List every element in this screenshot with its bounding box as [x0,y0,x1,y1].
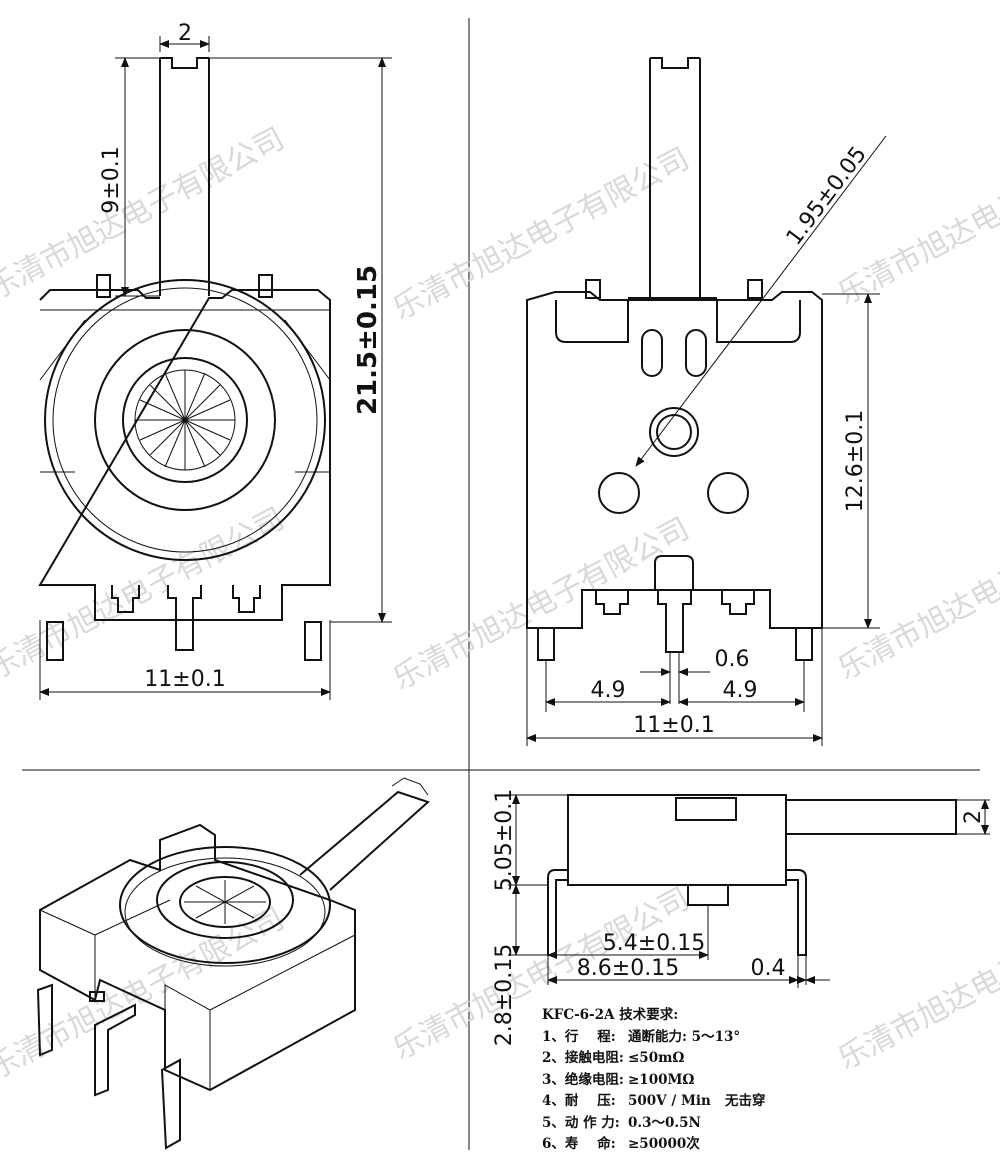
front-dim-width: 11±0.1 [144,667,225,692]
rear-dim-center: 0.6 [715,647,750,672]
side-dim-shaft: 2 [961,810,986,824]
front-dim-height: 21.5±0.15 [353,265,383,415]
rear-top-recess [555,300,801,343]
iso-body-edges [39,899,356,1090]
front-pin-right [304,621,322,661]
rear-dim-left: 4.9 [591,678,626,703]
iso-view [36,777,430,1150]
rear-slot-left [641,329,663,377]
rear-view: 1.95±0.05 12.6±0.1 0.6 4.9 4.9 11±0.1 [526,57,887,746]
spec-value-1: 通断能力: 5～13° [628,1028,741,1045]
iso-outer-ring-lower [124,857,326,967]
front-terminal-slot-1 [111,585,140,613]
side-dim-a: 5.4±0.15 [603,931,705,956]
side-view: 2 5.05±0.1 2.8±0.15 5.4±0.15 8.6±0.15 0.… [492,789,990,1046]
watermark-6: 乐清市旭达电子有限公司 [832,501,1000,687]
spec-row-3: 3、绝缘电阻: ≥100MΩ [542,1070,982,1092]
front-body-lines [40,309,330,473]
side-dim-pin: 2.8±0.15 [492,944,517,1046]
side-pin-right [786,869,807,956]
front-body [38,289,331,621]
watermark-5: 乐清市旭达电子有限公司 [387,511,695,697]
iso-outer-ring [119,846,331,964]
rear-pin-right [795,627,813,661]
rear-pin-left [537,627,555,661]
iso-pin-middle [94,1003,136,1097]
side-knob [687,884,729,906]
spec-block: KFC-6-2A 技术要求: 1、行 程: 通断能力: 5～13° 2、接触电阻… [542,1005,982,1156]
rear-rivet-right [707,472,749,514]
rear-terminal-slot-1 [595,590,629,615]
spec-row-1: 1、行 程: 通断能力: 5～13° [542,1027,982,1049]
spec-row-4: 4、耐 压: 500V / Min 无击穿 [542,1091,982,1113]
watermark-4: 乐清市旭达电子有限公司 [0,501,290,687]
spec-value-4: 500V / Min 无击穿 [628,1093,766,1109]
spec-title: KFC-6-2A 技术要求: [542,1007,679,1023]
spec-value-3: ≥100MΩ [628,1071,695,1088]
front-dim-shaft: 9±0.1 [99,146,124,213]
spec-row-6: 6、寿 命: ≥50000次 [542,1134,982,1156]
front-outer-ring-inner [52,287,318,553]
rear-button [654,555,694,590]
rear-terminal-center [657,590,692,653]
spec-label-5: 5、动 作 力: [542,1114,620,1131]
rear-rivet-left [598,472,640,514]
front-outer-ring [44,279,326,561]
spec-label-4: 4、耐 压: [542,1093,616,1109]
front-terminal-slot-3 [232,585,261,613]
rear-dim-right: 4.9 [723,678,758,703]
iso-body [39,823,356,1092]
side-top-ring [675,797,737,821]
rear-dim-hole: 1.95±0.05 [782,142,872,250]
front-shaft [159,57,210,296]
side-dim-body: 5.05±0.1 [492,789,517,891]
iso-small-tab [89,991,105,1002]
watermark-1: 乐清市旭达电子有限公司 [0,121,290,307]
front-inner-ring [122,357,248,483]
front-view: 2 9±0.1 21.5±0.15 11±0.1 [38,21,392,700]
front-middle-ring [94,329,276,511]
spec-label-2: 2、接触电阻: [542,1050,624,1066]
front-star-lines [135,370,235,470]
rear-dim-width: 11±0.1 [633,713,714,738]
iso-star-lines [184,880,266,924]
spec-label-3: 3、绝缘电阻: [542,1071,624,1088]
rear-hole-inner [656,414,692,450]
spec-row-5: 5、动 作 力: 0.3～0.5N [542,1113,982,1135]
spec-label-6: 6、寿 命: [542,1136,616,1152]
spec-label-1: 1、行 程: [542,1028,616,1045]
watermarks: 乐清市旭达电子有限公司 乐清市旭达电子有限公司 乐清市旭达电子有限公司 乐清市旭… [0,121,1000,1087]
front-tab-left [96,274,111,298]
rear-slot-right [685,329,707,377]
side-shaft [785,799,957,835]
front-dim-top: 2 [178,21,192,46]
iso-pin-left [36,983,53,1057]
side-body [567,794,787,886]
iso-pin-right [160,1058,181,1150]
spec-value-5: 0.3～0.5N [628,1114,701,1131]
rear-tab-left [585,279,601,299]
side-dim-c: 0.4 [751,956,786,981]
front-tab-right [258,274,273,298]
spec-row-2: 2、接触电阻: ≤50mΩ [542,1048,982,1070]
watermark-7: 乐清市旭达电子有限公司 [0,901,290,1087]
front-terminal-center [167,585,202,651]
rear-terminal-slot-3 [721,590,755,615]
iso-middle-ring [156,861,294,939]
rear-tab-right [747,279,763,299]
front-pin-left [46,621,64,661]
rear-dim-height: 12.6±0.1 [843,410,868,512]
iso-shaft [299,790,430,891]
rear-hole-outer [649,407,699,457]
rear-body [526,291,823,629]
iso-inner-ring [179,876,271,928]
iso-shaft-tip [391,777,429,796]
spec-value-6: ≥50000次 [628,1136,700,1152]
rear-shaft [649,57,701,298]
spec-value-2: ≤50mΩ [628,1050,685,1066]
side-dim-b: 8.6±0.15 [577,956,679,981]
